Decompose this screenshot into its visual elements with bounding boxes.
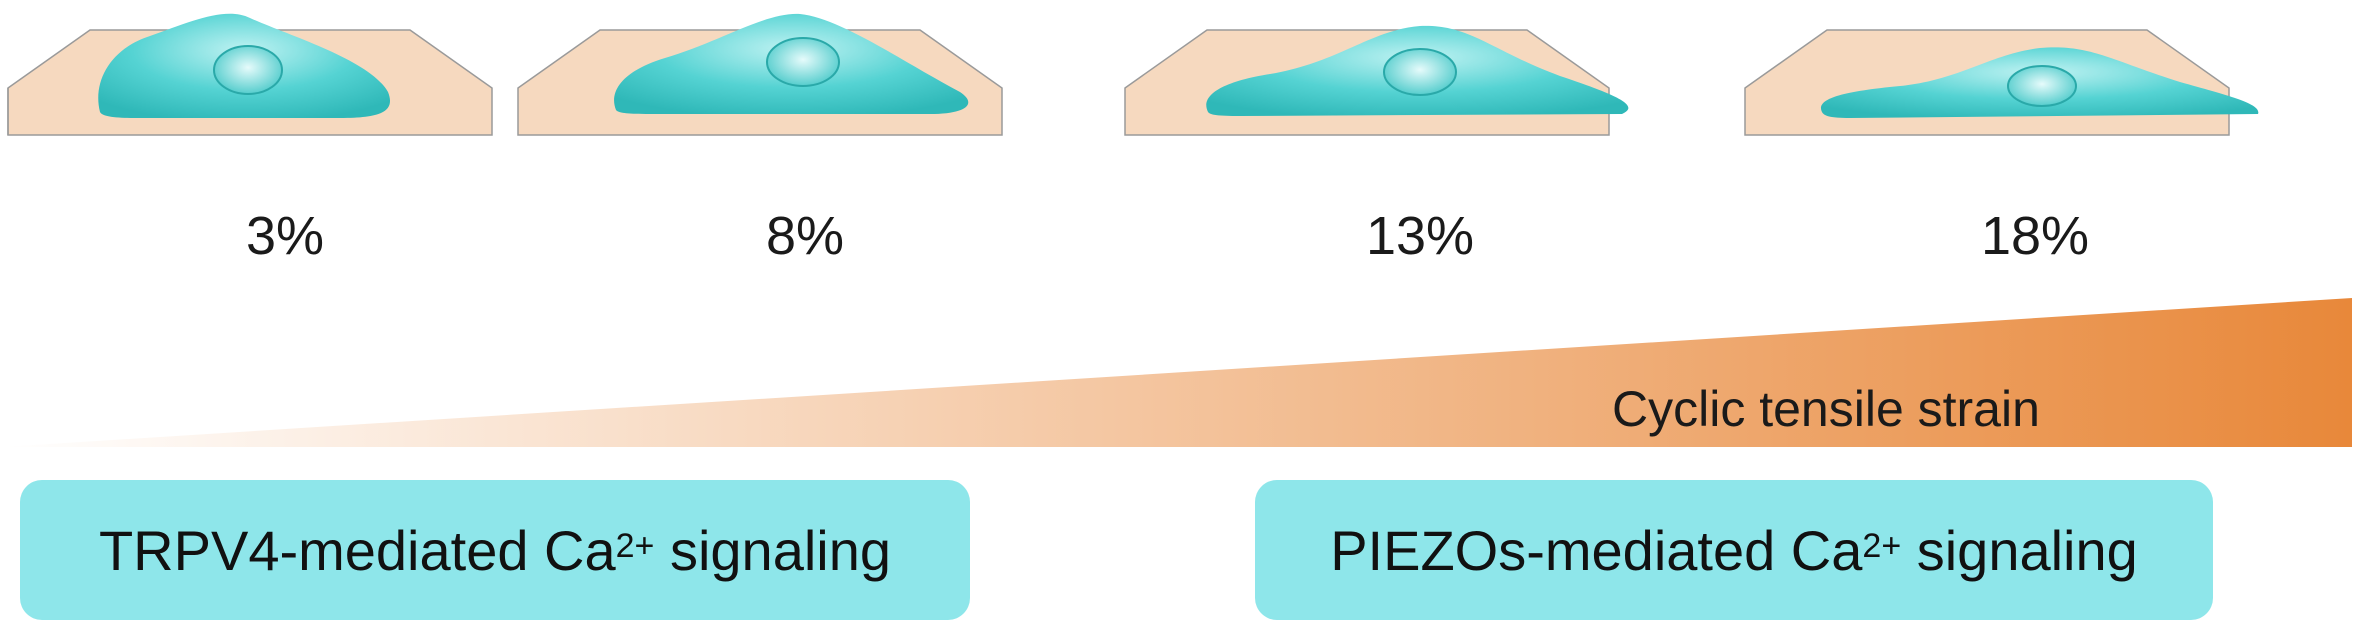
cell-18pct bbox=[1820, 47, 2259, 118]
cell-3pct bbox=[98, 13, 391, 119]
piezo-text-after: signaling bbox=[1901, 518, 2138, 582]
piezo-text: PIEZOs-mediated Ca bbox=[1330, 518, 1863, 582]
strain-label-3pct: 3% bbox=[245, 206, 325, 266]
nucleus-13pct bbox=[1383, 48, 1457, 96]
cell-13pct bbox=[1206, 25, 1629, 116]
trpv4-text: TRPV4-mediated Ca bbox=[98, 518, 616, 582]
cell-8pct bbox=[614, 13, 969, 114]
nucleus-3pct bbox=[213, 45, 283, 95]
strain-gradient-wedge bbox=[2, 298, 2352, 447]
strain-label-13pct: 13% bbox=[1365, 206, 1475, 266]
strain-label-8pct: 8% bbox=[765, 206, 845, 266]
nucleus-8pct bbox=[766, 37, 840, 87]
strain-label-18pct: 18% bbox=[1980, 206, 2090, 266]
trpv4-text-after: signaling bbox=[654, 518, 892, 582]
nucleus-18pct bbox=[2007, 65, 2077, 107]
strain-axis-caption: Cyclic tensile strain bbox=[1612, 381, 2040, 437]
piezo-superscript: 2+ bbox=[1862, 526, 1902, 565]
trpv4-superscript: 2+ bbox=[615, 526, 655, 565]
